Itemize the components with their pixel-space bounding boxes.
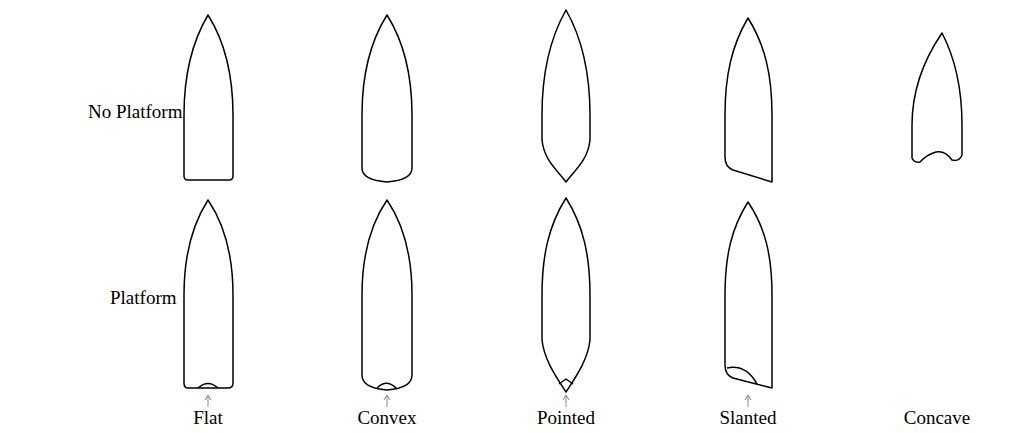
pointed-outline xyxy=(542,10,590,182)
flat-outline xyxy=(184,15,233,180)
platform-mark xyxy=(198,384,218,389)
column-label: Flat xyxy=(193,407,223,430)
pointer-arrow xyxy=(745,395,751,407)
column-label: Pointed xyxy=(537,407,595,430)
column-label: Slanted xyxy=(720,407,777,430)
concave-outline xyxy=(912,33,962,162)
platform-mark xyxy=(727,367,757,384)
column-label: Concave xyxy=(904,407,970,430)
platform-mark xyxy=(559,379,573,384)
row-label: Platform xyxy=(110,287,177,310)
pointer-arrow xyxy=(384,395,390,407)
column-label: Convex xyxy=(357,407,416,430)
slanted-outline xyxy=(725,18,772,182)
convex-outline xyxy=(362,15,412,182)
platform-mark xyxy=(377,383,397,389)
row-label: No Platform xyxy=(88,101,182,124)
pointed-outline xyxy=(542,198,590,392)
pointer-arrow xyxy=(563,395,569,407)
flat-outline xyxy=(184,200,233,388)
pointer-arrow xyxy=(205,395,211,407)
convex-outline xyxy=(362,200,412,390)
slanted-outline xyxy=(725,202,772,388)
